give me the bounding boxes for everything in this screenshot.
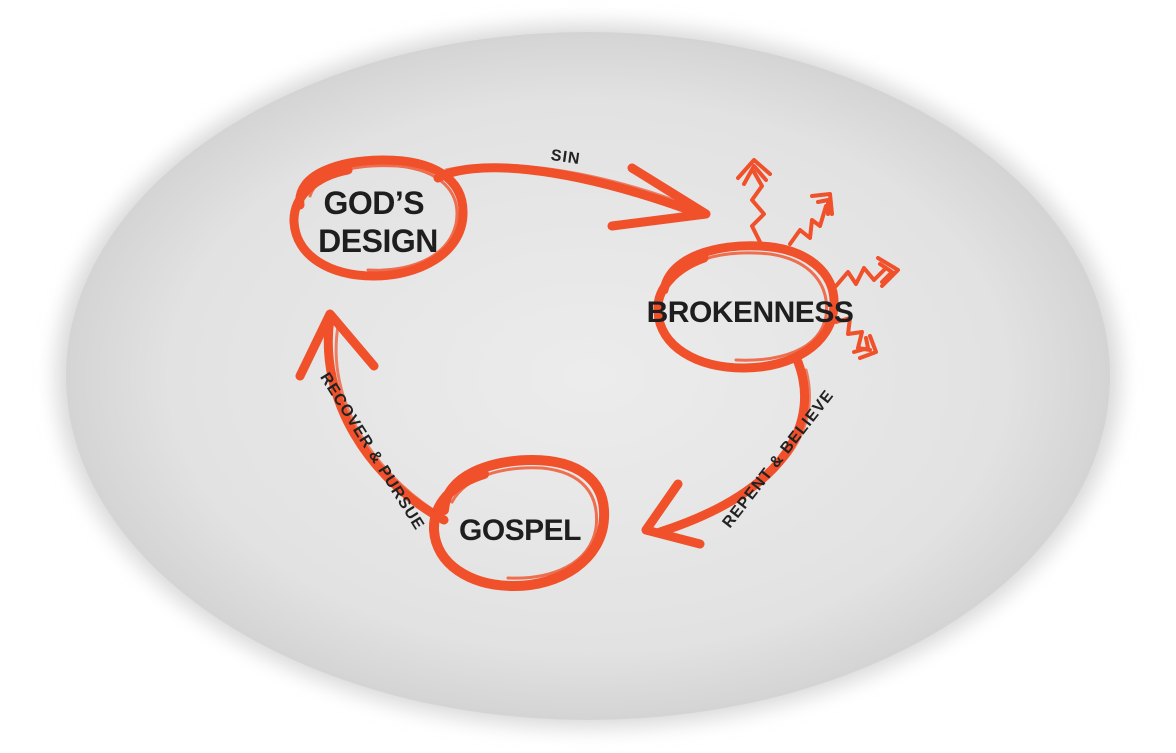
- node-brokenness: BROKENNESS: [647, 158, 900, 373]
- sin-label: SIN: [550, 147, 582, 168]
- brokenness-circle: [653, 241, 839, 373]
- arrow-sin: [433, 163, 711, 231]
- arrow-recover-pursue: [295, 309, 449, 525]
- gods-design-line2: DESIGN: [318, 223, 438, 259]
- brokenness-label: BROKENNESS: [647, 296, 854, 329]
- node-gospel: GOSPEL: [429, 455, 610, 591]
- gods-design-circle: [289, 155, 468, 281]
- gods-design-line1: GOD’S: [323, 185, 424, 221]
- brokenness-rays: [736, 158, 900, 360]
- node-gods-design: GOD’S DESIGN: [289, 155, 468, 281]
- background-oval: [56, 24, 1120, 728]
- gospel-circle: [429, 455, 610, 591]
- svg-text:GOD’S DESIGN: GOD’S DESIGN: [318, 185, 438, 259]
- arrow-repent-believe: [641, 357, 811, 549]
- gospel-label: GOSPEL: [459, 514, 581, 547]
